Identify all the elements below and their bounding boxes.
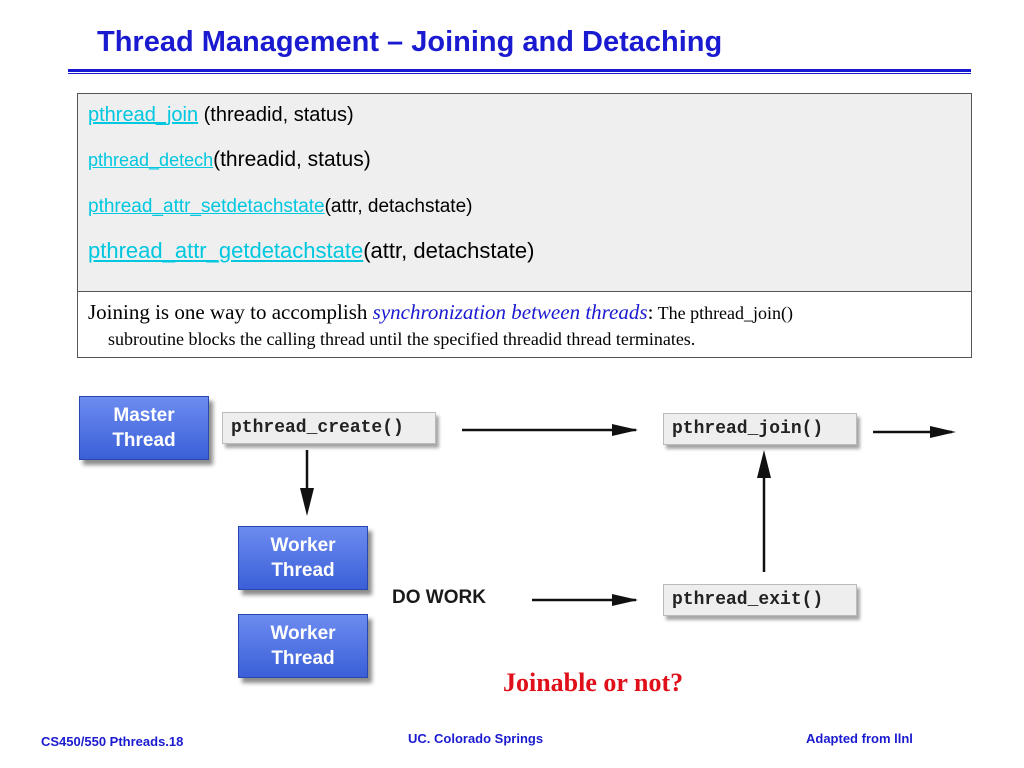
- worker-thread-1-label-1: Worker: [270, 535, 336, 556]
- pthread-attr-setdetachstate-link[interactable]: pthread_attr_setdetachstate: [88, 196, 325, 217]
- description-colon: :: [647, 300, 654, 324]
- worker-thread-box-1: Worker Thread: [238, 526, 368, 590]
- pthread-exit-box: pthread_exit(): [663, 584, 857, 616]
- pthread-detech-args: (threadid, status): [213, 148, 371, 171]
- pthread-attr-getdetachstate-link[interactable]: pthread_attr_getdetachstate: [88, 238, 364, 263]
- pthread-attr-getdetachstate-args: (attr, detachstate): [363, 238, 535, 263]
- description: Joining is one way to accomplish synchro…: [88, 300, 958, 350]
- arrowhead-create-to-worker: [300, 488, 314, 516]
- pthread-attr-setdetachstate-args: (attr, detachstate): [324, 196, 473, 217]
- description-line-2: subroutine blocks the calling thread unt…: [108, 329, 696, 349]
- description-line-1: Joining is one way to accomplish synchro…: [88, 300, 958, 325]
- function-line-setdetachstate: pthread_attr_setdetachstate(attr, detach…: [88, 196, 472, 218]
- function-list: pthread_join (threadid, status) pthread_…: [78, 94, 971, 292]
- description-emphasis: synchronization between threads: [372, 300, 648, 324]
- pthread-join-args: (threadid, status): [198, 104, 354, 126]
- title-underline-thin: [68, 73, 971, 74]
- pthread-create-box: pthread_create(): [222, 412, 436, 444]
- slide-title: Thread Management – Joining and Detachin…: [97, 26, 723, 58]
- worker-thread-box-2: Worker Thread: [238, 614, 368, 678]
- function-line-join: pthread_join (threadid, status): [88, 104, 354, 127]
- arrowhead-work-to-exit: [612, 594, 638, 606]
- pthread-join-link[interactable]: pthread_join: [88, 104, 199, 126]
- worker-thread-2-label-1: Worker: [270, 623, 336, 644]
- description-lead: Joining is one way to accomplish: [88, 300, 373, 324]
- arrowhead-join-out: [930, 426, 956, 438]
- joinable-question: Joinable or not?: [503, 668, 684, 697]
- footer-right: Adapted from llnl: [806, 731, 913, 746]
- content-box: pthread_join (threadid, status) pthread_…: [77, 93, 972, 358]
- worker-thread-2-label-2: Thread: [271, 648, 335, 669]
- function-line-detach: pthread_detech(threadid, status): [88, 148, 371, 172]
- arrowhead-exit-to-join: [757, 450, 771, 478]
- description-tail: The pthread_join(): [653, 303, 794, 323]
- master-thread-label-2: Thread: [112, 430, 176, 451]
- master-thread-box: Master Thread: [79, 396, 209, 460]
- arrowhead-create-to-join: [612, 424, 638, 436]
- worker-thread-1-label-2: Thread: [271, 560, 335, 581]
- function-line-getdetachstate: pthread_attr_getdetachstate(attr, detach…: [88, 238, 534, 264]
- footer-left: CS450/550 Pthreads.18: [41, 734, 184, 749]
- title-underline: [68, 69, 971, 72]
- pthread-join-box: pthread_join(): [663, 413, 857, 445]
- do-work-label: DO WORK: [392, 587, 486, 608]
- pthread-detech-link[interactable]: pthread_detech: [88, 150, 214, 170]
- footer-center: UC. Colorado Springs: [408, 731, 544, 746]
- master-thread-label-1: Master: [113, 405, 175, 426]
